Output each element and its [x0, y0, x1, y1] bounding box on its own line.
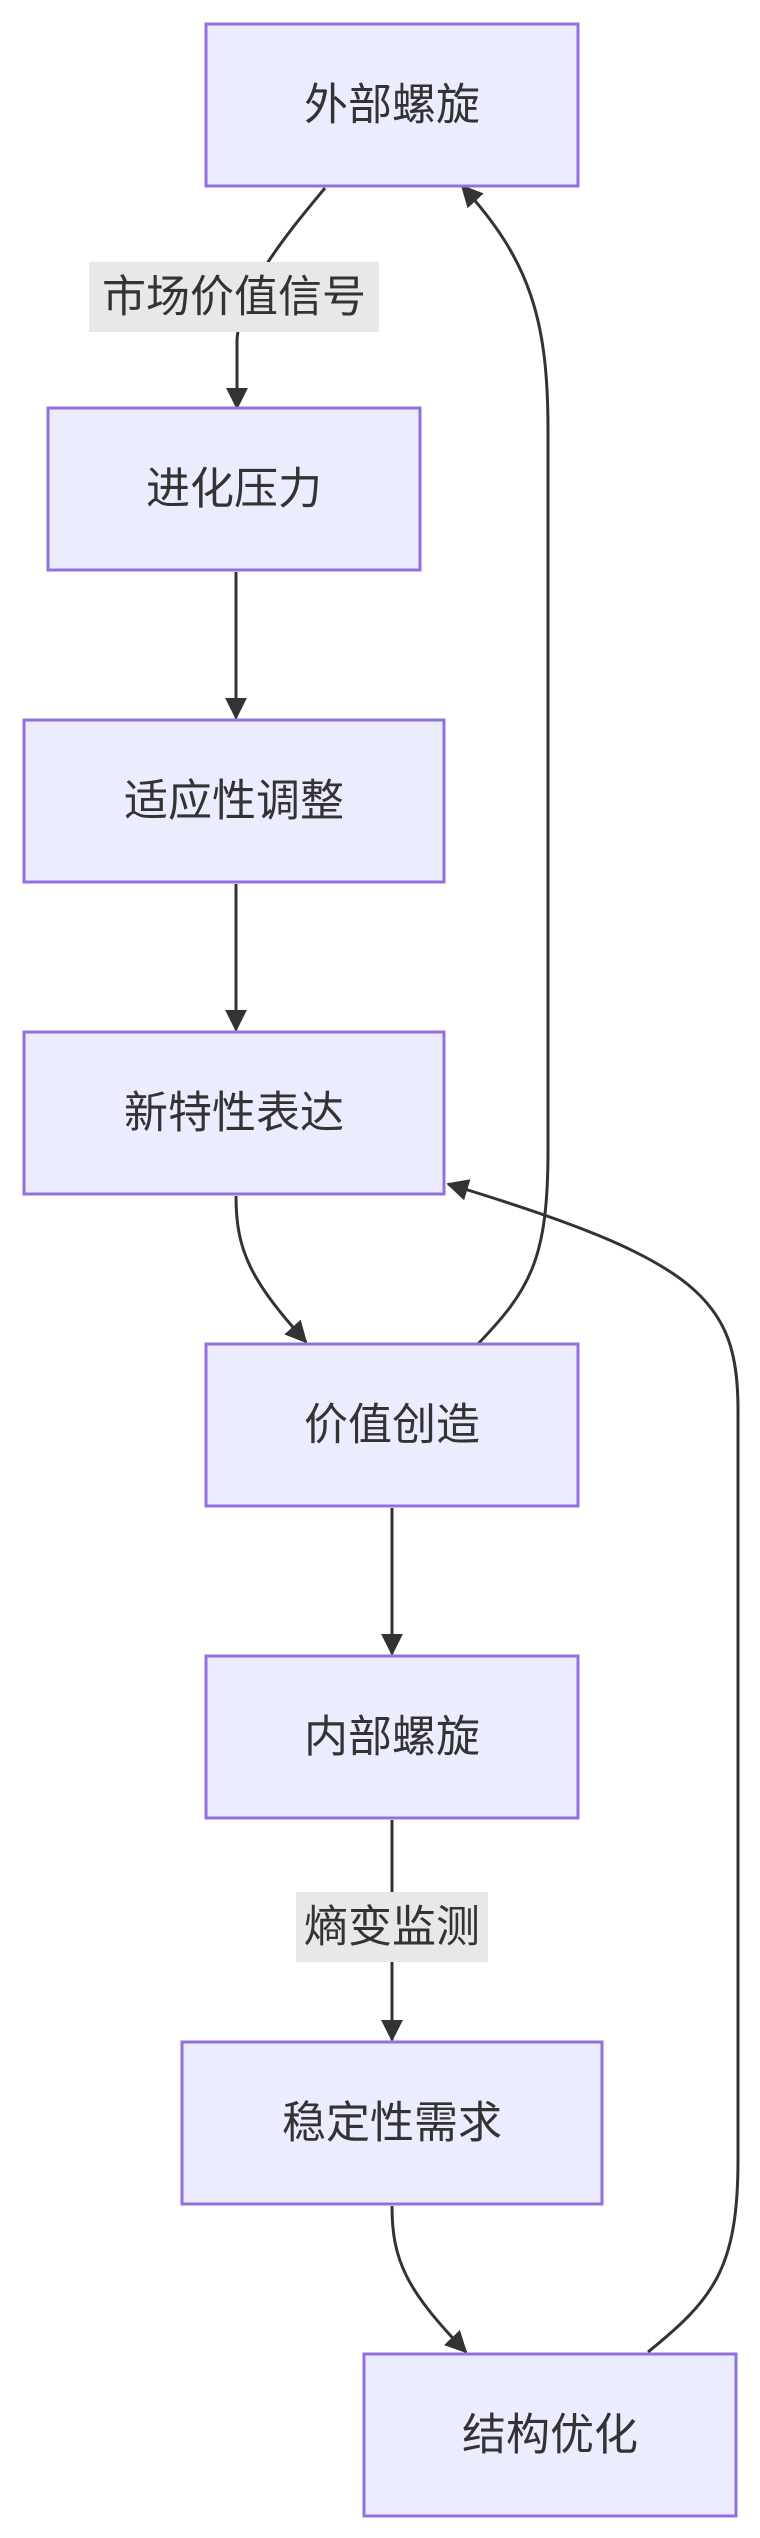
edge-expression-to-value	[234, 1195, 308, 1344]
svg-text:结构优化: 结构优化	[462, 2410, 638, 2461]
node-structure-optimization: 结构优化	[362, 2352, 738, 2518]
node-internal-spiral: 内部螺旋	[204, 1654, 580, 1820]
svg-text:进化压力: 进化压力	[146, 464, 322, 515]
node-adaptive-adjustment: 适应性调整	[22, 718, 446, 884]
svg-text:内部螺旋: 内部螺旋	[304, 1712, 480, 1763]
svg-text:适应性调整: 适应性调整	[124, 776, 344, 827]
svg-text:价值创造: 价值创造	[304, 1400, 480, 1451]
edge-value-to-external	[460, 184, 550, 1348]
node-value-creation: 价值创造	[204, 1342, 580, 1508]
svg-text:熵变监测: 熵变监测	[304, 1902, 480, 1953]
svg-text:新特性表达: 新特性表达	[124, 1088, 344, 1139]
svg-text:市场价值信号: 市场价值信号	[102, 272, 366, 323]
svg-text:稳定性需求: 稳定性需求	[282, 2098, 502, 2149]
node-evolution-pressure: 进化压力	[46, 406, 422, 572]
edge-optimization-to-expression	[446, 1179, 740, 2354]
edge-label-market-value-signal: 市场价值信号	[89, 262, 379, 332]
node-stability-demand: 稳定性需求	[180, 2040, 604, 2206]
svg-text:外部螺旋: 外部螺旋	[304, 80, 480, 131]
edge-label-entropy-monitoring: 熵变监测	[296, 1892, 488, 1962]
node-external-spiral: 外部螺旋	[204, 22, 580, 188]
edge-stability-to-optimization	[390, 2205, 468, 2354]
node-new-trait-expression: 新特性表达	[22, 1030, 446, 1196]
